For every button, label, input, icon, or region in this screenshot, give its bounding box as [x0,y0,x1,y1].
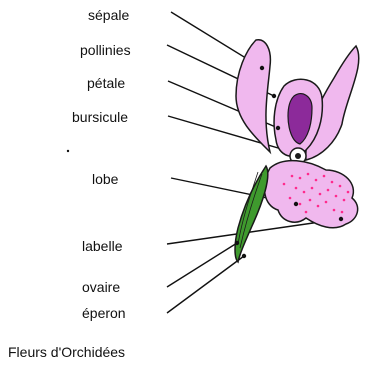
label-sepale: sépale [88,8,129,22]
stray-dot [67,150,69,152]
label-pollinies: pollinies [80,43,131,57]
label-eperon: éperon [82,306,126,320]
caption: Fleurs d'Orchidées [8,344,125,360]
label-lobe: lobe [92,172,118,186]
label-ovaire: ovaire [82,280,120,294]
leader-line-ovaire [167,243,237,287]
labellum [264,161,357,228]
leader-line-eperon [167,256,244,313]
label-labelle: labelle [82,239,122,253]
sepal-left [236,40,270,152]
label-bursicule: bursicule [72,110,128,124]
bursicule-center [295,153,301,159]
label-petale: pétale [87,76,125,90]
